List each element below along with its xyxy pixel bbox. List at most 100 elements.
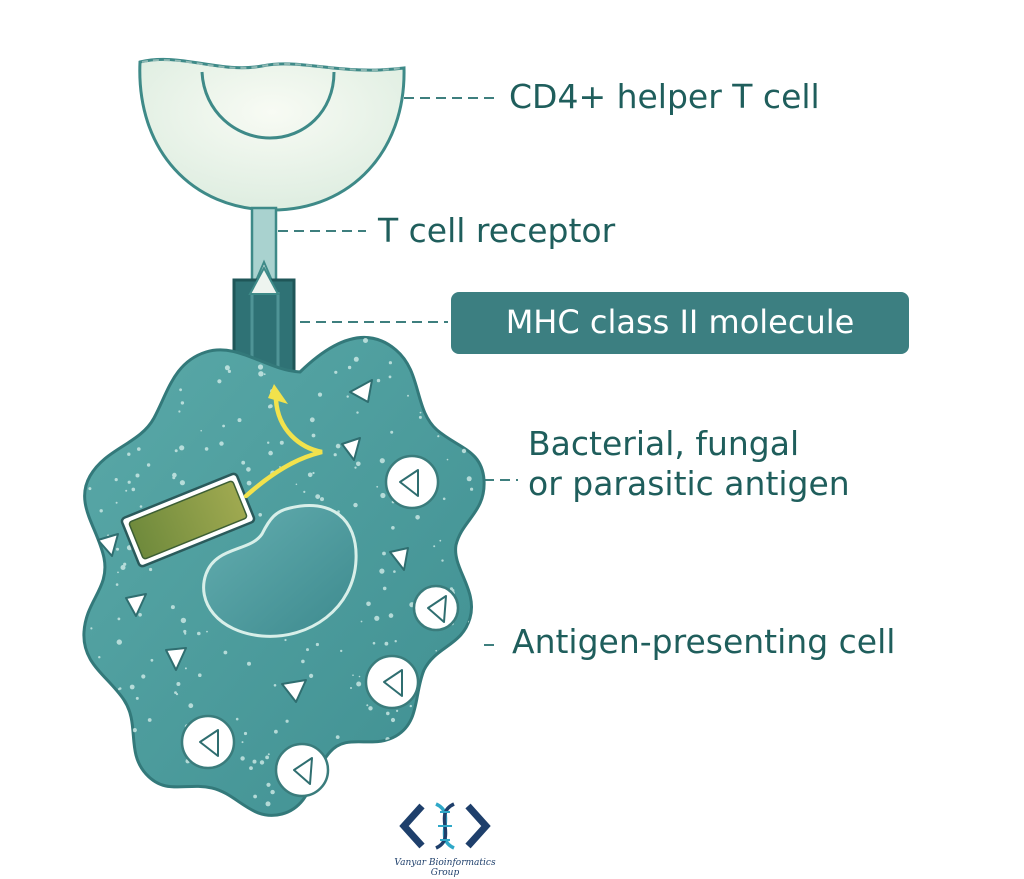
phagocytic-pockets — [180, 454, 460, 798]
speckle — [179, 388, 183, 392]
speckle — [117, 571, 119, 574]
speckle — [401, 776, 405, 780]
speckle — [309, 673, 314, 679]
speckle — [129, 684, 135, 690]
speckle — [418, 415, 422, 419]
speckle — [356, 461, 361, 467]
speckle — [259, 760, 265, 765]
speckle — [394, 640, 397, 643]
speckle — [456, 411, 459, 414]
label-antigen: Bacterial, fungal or parasitic antigen — [528, 424, 850, 505]
speckle — [446, 458, 449, 461]
speckle — [449, 424, 455, 430]
speckle — [200, 429, 202, 432]
speckle — [119, 778, 125, 784]
speckle — [253, 794, 257, 799]
speckle — [214, 342, 217, 345]
logo-mark — [399, 802, 491, 850]
speckle — [380, 492, 386, 499]
speckle — [127, 480, 131, 484]
speckle — [388, 361, 392, 365]
speckle — [396, 709, 399, 713]
speckle — [146, 463, 151, 467]
speckle — [472, 581, 475, 583]
speckle — [101, 454, 106, 458]
speckle — [311, 433, 316, 438]
speckle — [85, 713, 89, 717]
antigen-triangle — [399, 469, 419, 497]
speckle — [98, 656, 101, 659]
speckle — [482, 458, 485, 461]
speckle — [97, 787, 104, 793]
speckle — [117, 617, 121, 621]
speckle — [427, 344, 430, 347]
speckle — [390, 430, 394, 434]
speckle — [246, 480, 252, 486]
right-bracket-icon — [465, 803, 491, 849]
speckle — [202, 342, 207, 347]
speckle — [382, 586, 387, 591]
speckle — [178, 410, 181, 413]
speckle — [295, 483, 298, 486]
speckle — [138, 613, 142, 617]
speckle — [353, 356, 359, 362]
speckle — [466, 476, 472, 482]
speckle — [439, 539, 442, 542]
speckle — [120, 358, 126, 364]
speckle — [450, 721, 453, 724]
speckle — [81, 633, 83, 635]
speckle — [206, 630, 208, 633]
label-t-cell-receptor: T cell receptor — [378, 211, 616, 250]
antigen-triangle — [281, 679, 307, 703]
speckle — [172, 476, 176, 480]
speckle — [266, 782, 271, 787]
speckle — [127, 768, 132, 773]
speckle — [476, 368, 482, 374]
speckle — [352, 674, 354, 676]
speckle — [85, 454, 90, 460]
speckle — [472, 545, 475, 548]
speckle — [174, 449, 178, 453]
speckle — [237, 418, 242, 423]
speckle — [240, 756, 245, 761]
speckle — [312, 471, 315, 475]
speckle — [366, 704, 369, 707]
speckle — [83, 698, 86, 703]
speckle — [306, 648, 309, 652]
speckle — [178, 353, 182, 357]
antigens — [97, 379, 447, 785]
speckle — [472, 627, 476, 630]
speckle — [437, 435, 440, 438]
speckle — [279, 440, 284, 445]
speckle — [90, 591, 94, 595]
speckle — [315, 494, 321, 499]
left-bracket-icon — [399, 803, 425, 849]
speckle — [360, 620, 363, 623]
speckle — [453, 385, 458, 390]
speckle — [382, 551, 386, 556]
speckle — [219, 806, 225, 812]
speckle — [89, 432, 93, 436]
speckle — [342, 789, 345, 792]
speckle — [85, 717, 87, 719]
speckle — [478, 416, 481, 419]
speckle — [387, 781, 391, 785]
speckle — [335, 443, 341, 449]
speckle — [127, 452, 131, 456]
speckle — [285, 719, 289, 723]
speckle — [129, 386, 132, 389]
speckle — [409, 704, 412, 708]
speckle — [150, 658, 154, 662]
speckle — [472, 442, 478, 448]
speckle — [263, 373, 266, 376]
speckle — [447, 379, 451, 383]
speckle — [268, 404, 273, 408]
antigen-triangle — [125, 593, 147, 617]
speckle — [188, 703, 194, 709]
speckle — [435, 649, 438, 652]
speckle — [466, 721, 470, 725]
antigen-triangle — [389, 547, 409, 571]
speckle — [143, 778, 148, 783]
speckle — [83, 532, 85, 537]
speckle — [265, 801, 271, 807]
